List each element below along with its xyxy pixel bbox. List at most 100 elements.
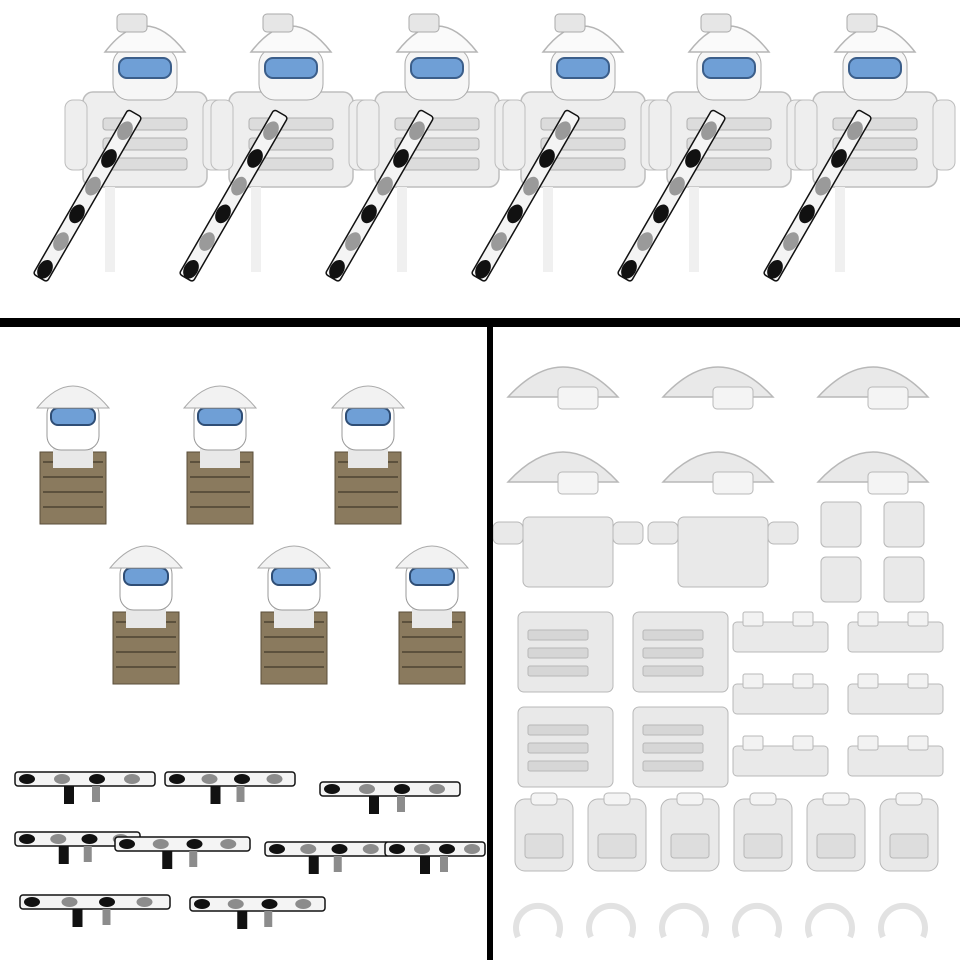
carrier-pouch [642,665,704,677]
camo-spot [117,121,133,141]
camo-rifle [471,109,580,282]
camo-spot [847,121,863,141]
camo-spot [247,149,263,168]
camo-spot [815,176,831,196]
camo-spot [201,774,218,784]
camo-spot [263,121,279,141]
backpack-pocket [816,833,856,859]
top-figure [471,13,664,282]
plate-carrier [632,706,729,788]
backpack [660,792,720,872]
arm-pad [647,521,679,545]
camo-spot [362,844,379,854]
camo-spot [136,897,153,907]
belt-pouch [857,735,879,751]
leg-shape [251,187,261,272]
camo-spot [389,844,405,854]
backpack-top [676,792,704,806]
arm-vest [647,516,799,588]
backpack-top [895,792,923,806]
nvg-mount [846,13,878,33]
arm-shape [64,99,88,171]
camo-spot [220,839,237,849]
camo-spot [85,176,101,196]
leg-shape [543,187,553,272]
camo-weapon [384,841,486,874]
weapon-mag [83,846,92,862]
backpack-pocket [889,833,929,859]
vest-pouch [248,117,334,131]
headset [878,902,928,939]
khaki-figure [256,545,332,685]
leg-shape [105,187,115,272]
backpack-top [822,792,850,806]
visor-shape [702,57,756,79]
camo-spot [119,839,135,849]
helmet-shape [330,385,406,409]
weapon-mag [92,786,100,802]
carrier-pouch [527,724,589,736]
visor-shape [123,567,169,586]
carrier-pouch [642,629,704,641]
camo-spot [345,232,361,251]
camo-spot [637,232,653,251]
carrier-pouch [642,724,704,736]
vertical-divider [487,327,493,960]
weapon-body [19,894,171,910]
visor-shape [409,567,455,586]
khaki-figure [330,385,406,525]
spare-helmet [506,366,620,410]
camo-spot [186,839,203,849]
khaki-figure [182,385,258,525]
camo-rifle [617,109,726,282]
carrier-pouch [642,647,704,659]
belt-pouch [857,673,879,689]
left-panel-image [14,385,486,929]
backpack-pocket [524,833,564,859]
backpack [514,792,574,872]
utility-belt [847,673,944,715]
carrier-pouch [527,760,589,772]
camo-spot [359,784,375,794]
weapon-body [384,841,486,857]
backpack-pocket [597,833,637,859]
vest-pouch [394,117,480,131]
carrier-pouch [642,760,704,772]
plate-carrier [632,611,729,693]
left-panel [0,327,487,960]
shirt-shape [412,608,452,628]
backpack-pocket [743,833,783,859]
knee-pad [820,501,862,548]
arm-pad [493,521,524,545]
camo-spot [767,259,783,279]
camo-spot [183,259,199,279]
camo-spot [194,899,210,909]
backpack [733,792,793,872]
weapon-grip [210,786,221,804]
camo-spot [295,899,312,909]
helmet-shape [541,25,625,53]
camo-spot [491,232,507,251]
backpack-top [749,792,777,806]
weapon-mag [264,911,273,927]
shirt-shape [200,448,240,468]
arm-pad [767,521,799,545]
weapon-mag [189,851,198,867]
top-figure [763,13,956,282]
camo-spot [50,834,67,844]
utility-belt [847,735,944,777]
belt-pouch [742,611,764,627]
backpack [587,792,647,872]
nvg-mount [700,13,732,33]
leg-shape [397,187,407,272]
leg-shape [689,187,699,272]
nvg-mount [116,13,148,33]
headset [732,902,782,939]
arm-shape [210,99,234,171]
spare-helmet [816,451,930,495]
camo-spot [19,834,35,844]
headset [805,902,855,939]
belt-pouch [742,735,764,751]
spare-helmet [506,451,620,495]
spare-helmet [661,451,775,495]
